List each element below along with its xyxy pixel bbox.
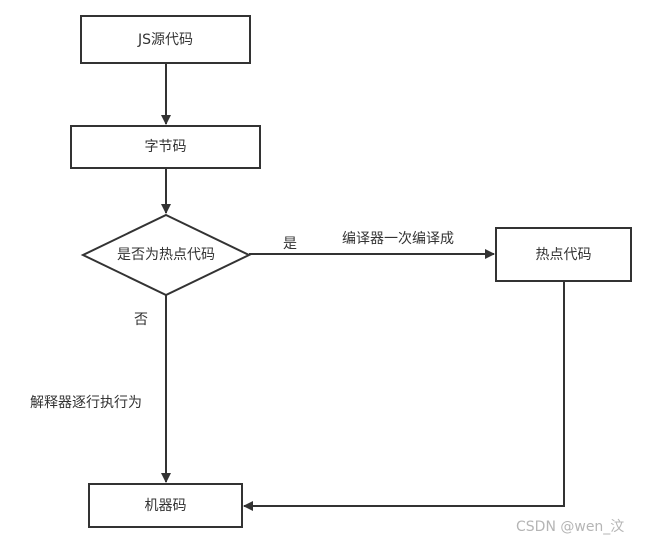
node-js-source-label: JS源代码 [137, 32, 193, 48]
decision-is-hot-code: 是否为热点代码 [80, 213, 252, 297]
edge-label-compile-once: 编译器一次编译成 [342, 231, 454, 247]
decision-is-hot-code-label: 是否为热点代码 [117, 247, 215, 263]
node-bytecode-label: 字节码 [145, 139, 187, 155]
node-machine-code-label: 机器码 [145, 498, 187, 514]
edge-hotcode-to-machinecode [243, 282, 565, 511]
edge-label-no: 否 [134, 312, 148, 328]
watermark-text: CSDN @wen_汶 [516, 518, 624, 535]
node-hot-code-label: 热点代码 [536, 247, 592, 263]
edge-label-interpreter: 解释器逐行执行为 [30, 395, 142, 411]
node-machine-code: 机器码 [88, 483, 243, 528]
node-js-source: JS源代码 [80, 15, 251, 64]
node-bytecode: 字节码 [70, 125, 261, 169]
node-hot-code: 热点代码 [495, 227, 632, 282]
edge-label-yes: 是 [283, 236, 297, 252]
